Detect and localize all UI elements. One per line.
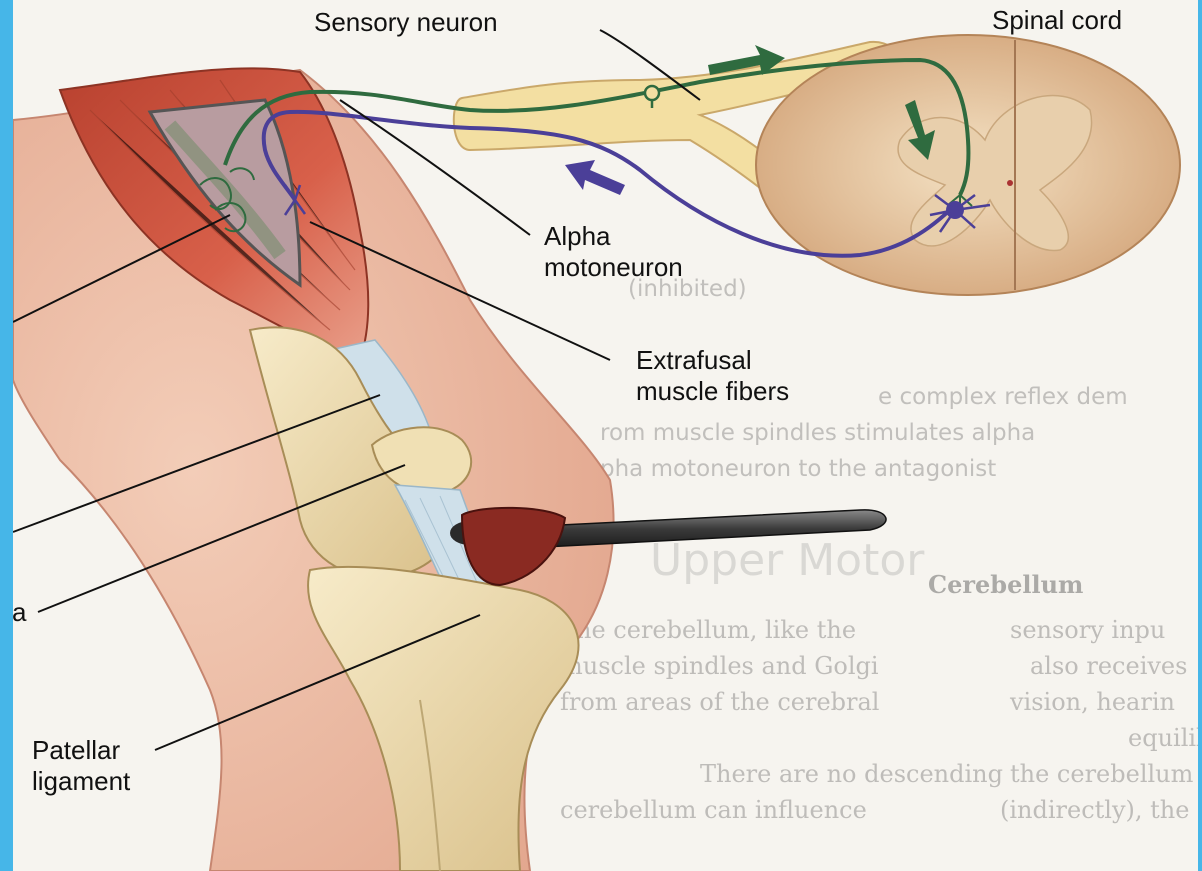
motor-direction-arrow: [565, 160, 625, 195]
label-cut-left-2: a: [12, 598, 26, 627]
label-patellar-line2: ligament: [32, 767, 130, 796]
label-alpha-motoneuron-line2: motoneuron: [544, 253, 683, 282]
label-patellar-line1: Patellar: [32, 736, 120, 765]
left-edge-bar: [0, 0, 13, 871]
label-alpha-motoneuron-line1: Alpha: [544, 222, 611, 251]
label-extrafusal-line1: Extrafusal: [636, 346, 752, 375]
label-extrafusal-line2: muscle fibers: [636, 377, 789, 406]
label-sensory-neuron: Sensory neuron: [314, 8, 498, 37]
right-edge-bar: [1198, 0, 1202, 871]
sensory-neuron-cell-body: [645, 86, 659, 100]
label-spinal-cord: Spinal cord: [992, 6, 1122, 35]
